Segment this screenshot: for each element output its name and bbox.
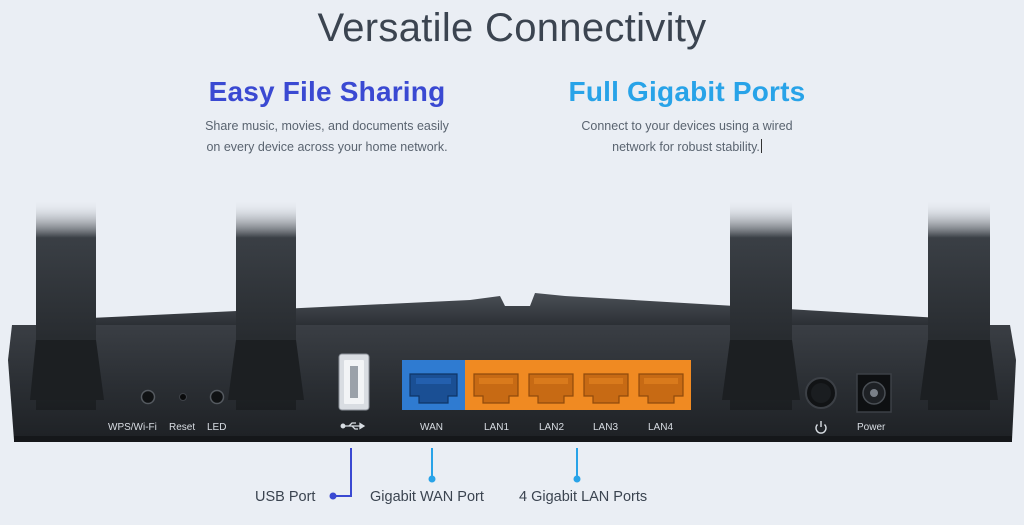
page-title: Versatile Connectivity <box>317 6 707 50</box>
antenna-left-2 <box>228 200 304 410</box>
text-caret <box>760 139 762 153</box>
file-sharing-desc-line-1: Share music, movies, and documents easil… <box>205 119 449 133</box>
antenna-right-2 <box>920 200 998 410</box>
wan-port[interactable] <box>402 360 465 410</box>
dc-power-jack[interactable] <box>856 373 892 413</box>
power-button[interactable] <box>805 377 837 409</box>
antenna-left-1 <box>30 200 104 410</box>
lan1-label: LAN1 <box>484 422 510 433</box>
wps-wifi-button[interactable] <box>140 389 156 405</box>
lan-callout-line <box>573 448 581 483</box>
wan-label: WAN <box>420 422 443 433</box>
gigabit-wan-port-callout: Gigabit WAN Port <box>370 489 484 505</box>
usb-port[interactable] <box>338 353 370 411</box>
wps-wifi-label: WPS/Wi-Fi <box>108 422 157 433</box>
power-icon <box>815 421 827 434</box>
lan2-label: LAN2 <box>539 422 565 433</box>
led-button[interactable] <box>209 389 225 405</box>
full-gigabit-ports-heading: Full Gigabit Ports <box>568 76 806 107</box>
led-label: LED <box>207 422 227 433</box>
usb-callout-line <box>329 448 352 500</box>
reset-button[interactable] <box>179 393 187 401</box>
usb-icon <box>340 422 366 430</box>
lan3-label: LAN3 <box>593 422 619 433</box>
easy-file-sharing-description: Share music, movies, and documents easil… <box>176 116 478 158</box>
router-bottom-edge <box>14 436 1012 442</box>
easy-file-sharing-heading: Easy File Sharing <box>208 76 446 107</box>
gigabit-desc-line-2-text: network for robust stability. <box>612 140 760 154</box>
router-top-shell <box>80 293 950 325</box>
wan-callout-line <box>428 448 436 483</box>
lan-port-1[interactable] <box>473 373 519 404</box>
gigabit-lan-ports-callout: 4 Gigabit LAN Ports <box>519 489 648 505</box>
lan-port-2[interactable] <box>528 373 574 404</box>
reset-label: Reset <box>169 422 196 433</box>
full-gigabit-ports-description: Connect to your devices using a wired ne… <box>540 116 834 158</box>
lan4-label: LAN4 <box>648 422 674 433</box>
power-label: Power <box>857 422 886 433</box>
lan-port-4[interactable] <box>638 373 684 404</box>
gigabit-desc-line-1: Connect to your devices using a wired <box>581 119 793 133</box>
usb-port-callout: USB Port <box>255 489 316 505</box>
file-sharing-desc-line-2: on every device across your home network… <box>206 140 448 154</box>
lan-port-3[interactable] <box>583 373 629 404</box>
antenna-right-1 <box>722 200 800 410</box>
gigabit-desc-line-2: network for robust stability. <box>540 137 834 158</box>
